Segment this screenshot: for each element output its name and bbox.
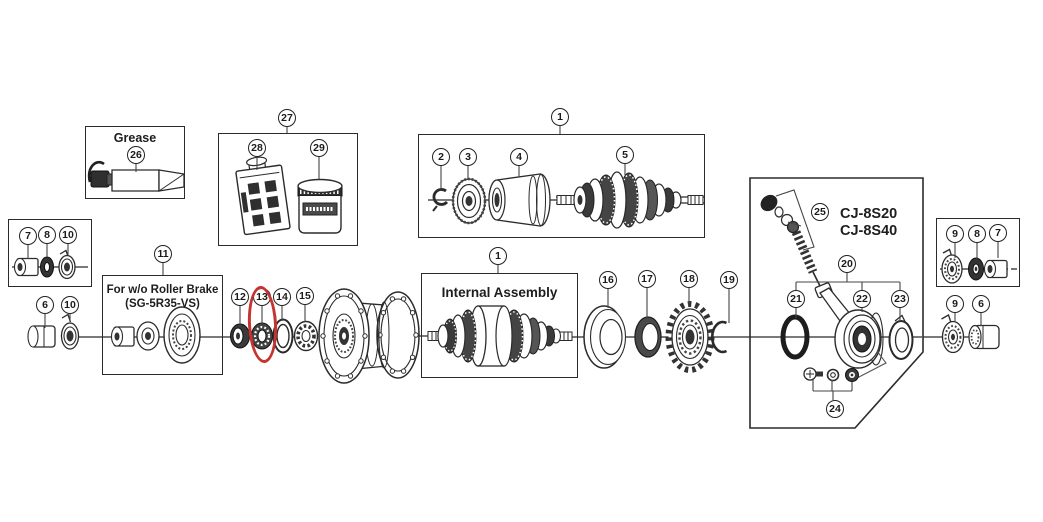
callout-27: 27 [278,109,296,127]
part-locknut-7-right [983,259,1008,279]
part-bearing-cone-13 [251,322,273,350]
callout-4: 4 [510,148,528,166]
part-cap-nut-6-right [968,324,1000,350]
callout-7-left: 7 [19,227,37,245]
lubricants-box [218,133,358,246]
callout-29: 29 [310,139,328,157]
grease-tube [87,161,185,192]
callout-3: 3 [459,148,477,166]
part-nut-11a [110,326,135,347]
callout-26: 26 [127,146,145,164]
part-dust-cap-11c [163,306,201,364]
callout-15: 15 [296,287,314,305]
part-snap-ring-19 [710,320,728,354]
callout-23: 23 [891,290,909,308]
part-washer-8-right [968,257,984,281]
part-cap-nut-6-left [27,325,56,348]
part-cone-12 [230,323,250,349]
callout-leader-lines [27,126,999,400]
callout-11: 11 [154,245,172,263]
callout-6-left: 6 [36,296,54,314]
callout-22: 22 [853,290,871,308]
callout-1-internal-assembly: 1 [489,247,507,265]
callout-8-right: 8 [968,225,986,243]
roller-brake-label-line1: For w/o Roller Brake [106,284,219,296]
callout-14: 14 [273,288,291,306]
callout-10-left-lower: 10 [61,296,79,314]
callout-17: 17 [638,270,656,288]
callout-6-right: 6 [972,295,990,313]
callout-24: 24 [826,400,844,418]
left-locknut-box [8,219,92,287]
callout-16: 16 [599,271,617,289]
part-fixing-screw-set-24 [803,350,887,382]
cj-model-1: CJ-8S20 [840,206,898,222]
part-spacer-ring-17 [634,316,662,358]
part-sprocket-18 [665,301,715,373]
part-o-ring-21 [780,314,810,360]
callout-10-left-upper: 10 [59,226,77,244]
callout-9-upper: 9 [946,225,964,243]
callout-13: 13 [253,288,271,306]
internal-assembly-unit [427,305,573,367]
roller-brake-box [102,275,223,375]
right-locknut-box [936,218,1020,287]
callout-8-left: 8 [38,226,56,244]
cj-model-2: CJ-8S40 [840,223,898,239]
part-washer-8-left [40,256,54,278]
callout-18: 18 [680,270,698,288]
part-tab-washer-9-lower [941,314,965,354]
part-snap-ring-2 [432,188,449,212]
part-tab-washer-10-left-upper [58,249,76,280]
grease-box [85,126,185,199]
callout-12: 12 [231,288,249,306]
callout-9-lower: 9 [946,295,964,313]
callout-5: 5 [616,146,634,164]
grease-box-title: Grease [113,131,157,145]
callout-20: 20 [838,255,856,273]
cj-unit-box-outline [749,177,924,429]
part-internal-unit-5 [556,171,704,229]
callout-28: 28 [248,139,266,157]
part-locknut-7-left [13,257,39,277]
grease-jar [297,178,343,234]
part-seal-ring-14 [272,318,294,354]
part-cone-11b [136,321,160,351]
part-driver-4 [488,173,551,227]
part-cone-3 [451,177,487,225]
callout-7-right: 7 [989,224,1007,242]
internal-assembly-box [421,273,578,378]
callout-1-hub-assembly: 1 [551,108,569,126]
part-dust-cap-16 [583,305,627,369]
lubricant-can [235,156,291,236]
callout-21: 21 [787,290,805,308]
internal-assembly-title: Internal Assembly [441,285,558,300]
part-tab-washer-9-upper [941,248,963,284]
part-bell-crank-arm-22 [814,282,884,369]
callout-19: 19 [720,271,738,289]
roller-brake-label-line2: (SG-5R35-VS) [125,298,200,310]
hub-shell [318,288,420,384]
part-cap-23 [888,314,914,360]
callout-2: 2 [432,148,450,166]
hub-assembly-box [418,134,705,238]
part-ball-retainer-15 [293,320,319,352]
callout-25: 25 [811,203,829,221]
